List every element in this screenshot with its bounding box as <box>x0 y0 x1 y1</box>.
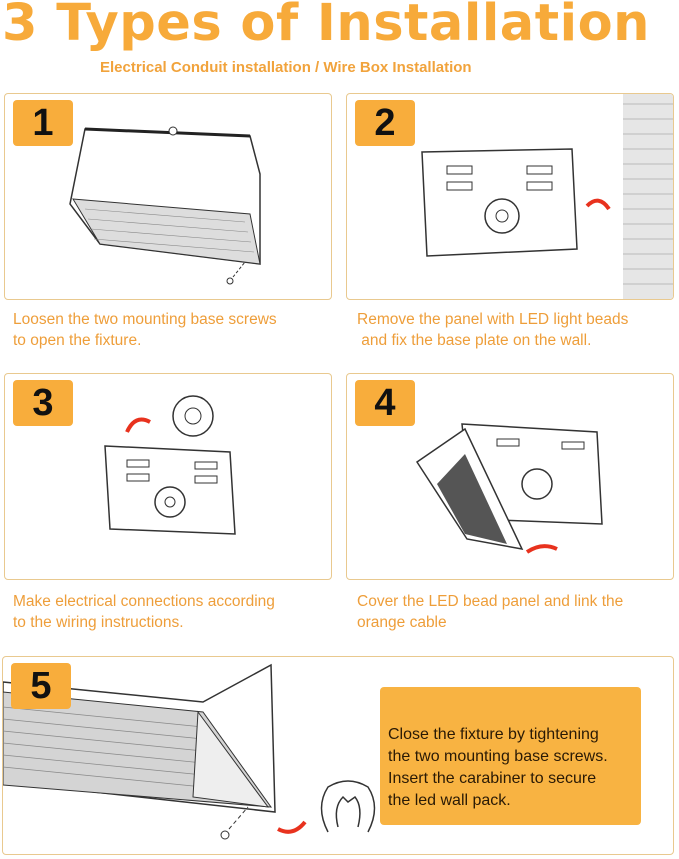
closed-fixture-illustration <box>3 663 376 840</box>
page-title: 3 Types of Installation <box>2 0 650 53</box>
step-2-panel: 2 <box>346 93 674 300</box>
step-1-panel: 1 <box>4 93 332 300</box>
page-subtitle: Electrical Conduit installation / Wire B… <box>100 59 472 76</box>
cover-illustration <box>415 423 603 554</box>
step-1-caption: Loosen the two mounting base screws to o… <box>13 311 277 349</box>
step-2-badge: 2 <box>355 100 415 146</box>
step-5-note: Close the fixture by tightening the two … <box>380 687 641 825</box>
step-3-badge: 3 <box>13 380 73 426</box>
step-4-caption: Cover the LED bead panel and link the or… <box>357 593 624 631</box>
step-5-badge: 5 <box>11 663 71 709</box>
step-4-panel: 4 <box>346 373 674 580</box>
step-2-caption: Remove the panel with LED light beads an… <box>357 311 629 349</box>
step-3-panel: 3 <box>4 373 332 580</box>
step-3-caption: Make electrical connections according to… <box>13 593 275 631</box>
base-plate-illustration <box>421 94 673 299</box>
step-1-badge: 1 <box>13 100 73 146</box>
wiring-illustration <box>104 395 236 535</box>
step-4-badge: 4 <box>355 380 415 426</box>
fixture-illustration <box>69 126 261 285</box>
